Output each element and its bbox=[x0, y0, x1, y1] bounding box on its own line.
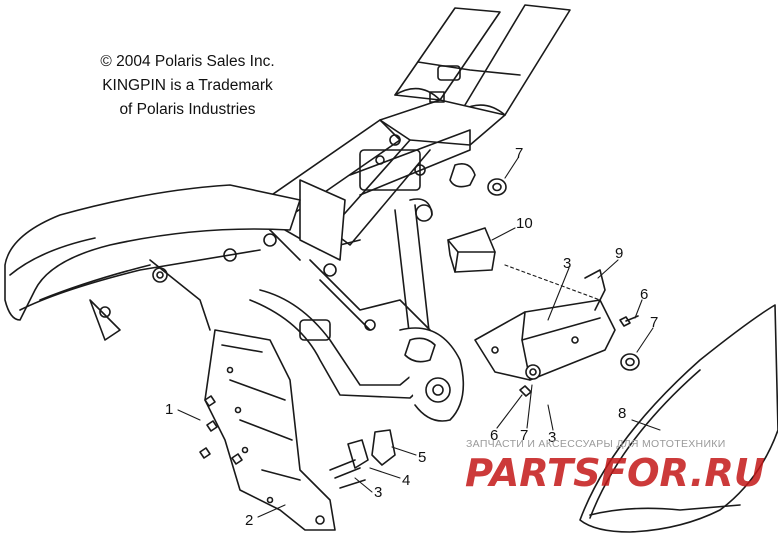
lower-cradle bbox=[249, 259, 465, 422]
callout-6: 6 bbox=[640, 286, 648, 303]
copyright-notice: © 2004 Polaris Sales Inc. KINGPIN is a T… bbox=[70, 50, 305, 122]
callout-7: 7 bbox=[520, 427, 528, 444]
callout-7: 7 bbox=[650, 314, 658, 331]
side-panel-part-8 bbox=[579, 304, 778, 533]
leader-lines bbox=[177, 157, 661, 518]
partsfor-watermark-logo: PARTSFOR.RU bbox=[465, 451, 765, 494]
grommets-part-7 bbox=[487, 178, 640, 371]
loose-fasteners bbox=[199, 395, 243, 465]
copyright-line-2: KINGPIN is a Trademark bbox=[102, 77, 273, 94]
rear-frame-rail bbox=[4, 184, 301, 341]
clip-parts-4-5 bbox=[329, 429, 396, 489]
battery-box-part-10 bbox=[447, 227, 496, 273]
callout-10: 10 bbox=[516, 215, 533, 232]
bracket-part-9 bbox=[474, 269, 616, 397]
callout-9: 9 bbox=[615, 245, 623, 262]
callout-3: 3 bbox=[374, 484, 382, 501]
callout-3: 3 bbox=[563, 255, 571, 272]
callout-labels: 1 2 3 3 3 4 5 6 6 7 7 7 8 9 10 bbox=[165, 145, 658, 529]
callout-6: 6 bbox=[490, 427, 498, 444]
callout-5: 5 bbox=[418, 449, 426, 466]
callout-7: 7 bbox=[515, 145, 523, 162]
callout-4: 4 bbox=[402, 472, 410, 489]
copyright-line-1: © 2004 Polaris Sales Inc. bbox=[100, 53, 275, 70]
copyright-line-3: of Polaris Industries bbox=[119, 101, 256, 118]
callout-1: 1 bbox=[165, 401, 173, 418]
steering-head-tubes bbox=[379, 4, 571, 146]
svg-text:PARTSFOR.RU: PARTSFOR.RU bbox=[465, 451, 765, 494]
callout-3: 3 bbox=[548, 429, 556, 446]
side-cover-part bbox=[204, 329, 336, 531]
watermark-caption: ЗАПЧАСТИ И АКСЕССУАРЫ ДЛЯ МОТОТЕХНИКИ bbox=[466, 438, 726, 450]
callout-2: 2 bbox=[245, 512, 253, 529]
callout-8: 8 bbox=[618, 405, 626, 422]
